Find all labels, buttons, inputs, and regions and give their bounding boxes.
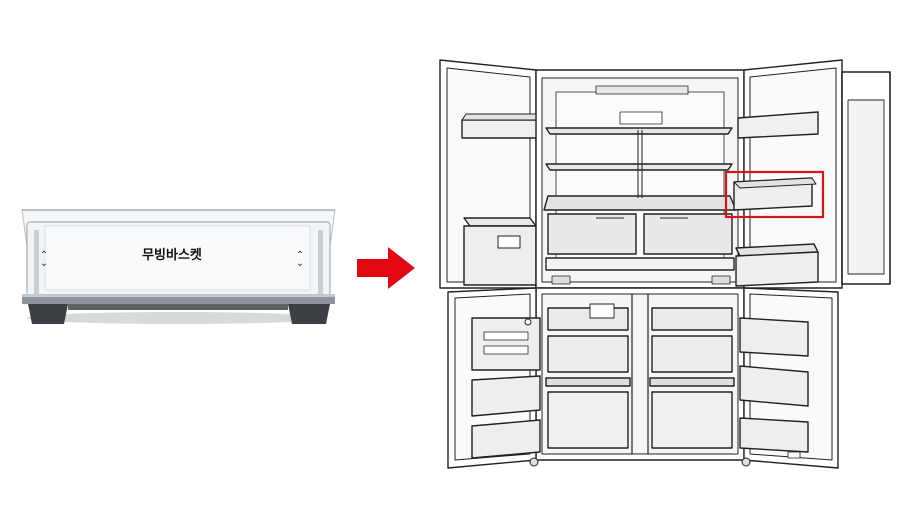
basket-rail-highlight	[22, 294, 335, 297]
door-bin-lower-left-2	[471, 375, 541, 417]
basket-base-bar	[68, 304, 288, 310]
crisper-left	[547, 213, 637, 255]
crisper-right	[643, 213, 733, 255]
highlight-box	[724, 170, 825, 219]
up-down-icon: ⌄	[40, 258, 48, 269]
lower-drawer-1-left	[547, 307, 629, 331]
upper-cabinet	[535, 69, 745, 289]
door-bin-lower-right	[735, 251, 819, 287]
door-bin-lower-right-2	[739, 365, 809, 407]
lower-drawer-2-left	[547, 335, 629, 373]
refrigerator-diagram	[439, 59, 891, 469]
lower-left-door	[447, 287, 541, 469]
door-bin-box	[463, 225, 537, 286]
up-down-icon: ⌃	[40, 250, 48, 261]
door-bin-lower-right-1	[739, 317, 809, 357]
door-bin-upper-right	[737, 111, 819, 139]
shelf-3	[543, 195, 737, 211]
up-down-icon: ⌄	[296, 258, 304, 269]
basket-inner	[44, 225, 311, 291]
shelf-2	[545, 163, 733, 171]
upper-left-door	[439, 59, 543, 289]
door-bin-upper-left	[461, 119, 543, 139]
arrow-right-icon	[357, 247, 415, 289]
lower-drawer-1-right	[651, 307, 733, 331]
shelf-1	[545, 127, 733, 135]
up-down-icon: ⌃	[296, 250, 304, 261]
lower-right-door	[739, 287, 839, 469]
basket-label: 무빙바스켓	[142, 247, 202, 263]
basket-foot-left	[28, 304, 68, 324]
lower-drawer-3-right	[651, 391, 733, 449]
upper-right-door	[733, 59, 891, 289]
door-bin-lower-left-3	[471, 419, 541, 459]
moving-basket-photo: ⌃ ⌄ ⌃ ⌄ 무빙바스켓	[21, 209, 336, 324]
door-bin-lower-left-1	[471, 317, 541, 371]
lower-drawer-2-right	[651, 335, 733, 373]
basket-shadow	[27, 312, 327, 324]
door-bin-lower-right-3	[739, 417, 809, 453]
lower-cabinet	[535, 287, 745, 461]
basket-foot-right	[288, 304, 330, 324]
basket-post-right	[318, 230, 323, 296]
basket-post-left	[34, 230, 39, 296]
lower-drawer-3-left	[547, 391, 629, 449]
basket-rail	[22, 296, 335, 304]
